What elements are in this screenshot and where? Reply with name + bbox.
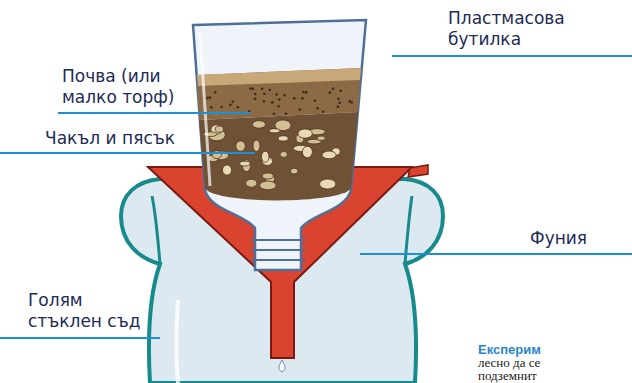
soil-speck bbox=[293, 97, 296, 100]
soil-speck bbox=[337, 105, 340, 108]
pebble bbox=[278, 136, 288, 141]
leader-lines bbox=[0, 56, 632, 338]
leader-line bbox=[58, 112, 250, 114]
caption-text: лесно да се bbox=[478, 356, 540, 370]
layer-label: Почва (или малко торф) bbox=[62, 66, 192, 108]
soil-speck bbox=[338, 101, 341, 104]
gravel-texture bbox=[203, 87, 353, 190]
soil-speck bbox=[252, 87, 255, 90]
soil-speck bbox=[209, 96, 212, 99]
soil-speck bbox=[263, 100, 266, 103]
pebble bbox=[262, 173, 273, 179]
plastic-bottle bbox=[193, 20, 366, 270]
soil-speck bbox=[299, 108, 302, 111]
caption-heading: Експерим bbox=[478, 343, 541, 357]
soil-speck bbox=[271, 101, 274, 104]
soil-surface bbox=[197, 68, 361, 86]
pebble bbox=[222, 165, 231, 175]
soil-speck bbox=[313, 99, 316, 102]
part-label: Голям стъклен съд bbox=[28, 290, 150, 332]
soil-speck bbox=[322, 110, 325, 113]
soil-speck bbox=[249, 87, 252, 90]
pebble bbox=[236, 141, 246, 151]
pebble bbox=[212, 151, 221, 159]
soil-speck bbox=[332, 87, 335, 90]
soil-speck bbox=[285, 112, 288, 115]
soil-speck bbox=[339, 89, 342, 92]
soil-speck bbox=[263, 93, 266, 96]
soil-speck bbox=[229, 104, 232, 107]
soil-speck bbox=[261, 88, 264, 91]
soil-speck bbox=[329, 91, 332, 94]
soil-speck bbox=[348, 100, 351, 103]
soil-speck bbox=[214, 91, 217, 94]
part-label: Фуния bbox=[530, 228, 620, 249]
soil-speck bbox=[269, 89, 272, 92]
pebble bbox=[298, 129, 312, 138]
soil-speck bbox=[254, 93, 257, 96]
pebble bbox=[269, 129, 280, 133]
pebble bbox=[260, 181, 276, 190]
bottle-thread bbox=[251, 240, 305, 260]
soil-speck bbox=[275, 93, 278, 96]
pebble bbox=[246, 179, 257, 187]
pebble bbox=[215, 126, 223, 132]
caption-text: подземнит bbox=[478, 369, 537, 383]
pebble bbox=[240, 161, 250, 166]
soil-speck bbox=[283, 94, 286, 97]
soil-speck bbox=[220, 106, 223, 109]
soil-speck bbox=[337, 98, 340, 101]
pebble bbox=[302, 146, 312, 157]
gravel-sand-layer bbox=[199, 112, 358, 200]
pebble bbox=[280, 151, 287, 157]
soil-speck bbox=[278, 98, 281, 101]
soil-speck bbox=[237, 106, 240, 109]
soil-speck bbox=[273, 112, 276, 115]
soil-speck bbox=[232, 100, 235, 103]
leader-line bbox=[0, 337, 160, 339]
soil-speck bbox=[301, 97, 304, 100]
soil-speck bbox=[206, 97, 209, 100]
soil-speck bbox=[305, 91, 308, 94]
pebble bbox=[262, 151, 269, 162]
soil-speck bbox=[254, 98, 257, 101]
glass-shine bbox=[177, 300, 179, 383]
leader-line bbox=[360, 253, 632, 255]
leader-line bbox=[392, 55, 632, 57]
soil-speck bbox=[277, 105, 280, 108]
pebble bbox=[253, 140, 260, 151]
soil-speck bbox=[210, 106, 213, 109]
part-label: Пластмасова бутилка bbox=[448, 8, 598, 50]
pebble bbox=[252, 121, 265, 129]
bottle-shine bbox=[200, 32, 210, 186]
funnel-tab bbox=[408, 165, 428, 177]
pebble bbox=[290, 168, 298, 174]
pebble bbox=[320, 179, 336, 189]
leader-line bbox=[0, 152, 255, 154]
layer-label: Чакъл и пясък bbox=[45, 128, 245, 149]
pebble bbox=[322, 151, 336, 159]
soil-speck bbox=[302, 91, 305, 94]
pebble bbox=[317, 136, 325, 140]
soil-speck bbox=[316, 107, 319, 110]
text-ground bbox=[470, 340, 632, 383]
water-drop bbox=[279, 360, 285, 372]
vessel-lip bbox=[152, 196, 160, 264]
